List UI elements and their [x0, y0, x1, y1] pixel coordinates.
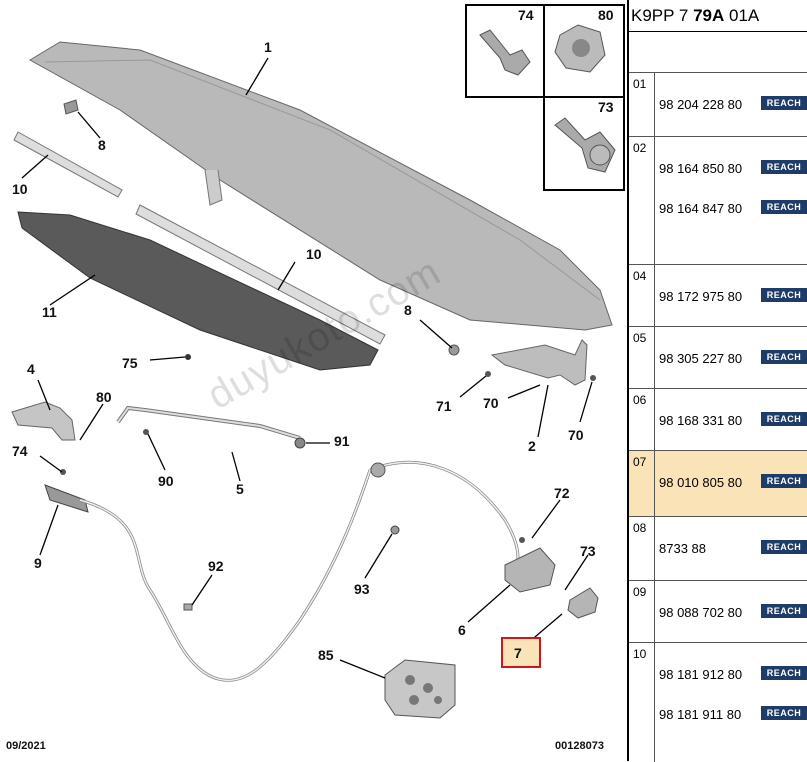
callout-93: 93 — [354, 581, 370, 597]
part-reference-number[interactable]: 98 305 227 80 — [659, 351, 743, 366]
callout-92: 92 — [208, 558, 224, 574]
part-row-05[interactable]: 05 98 305 227 80 REACH — [629, 326, 807, 388]
reach-badge: REACH — [761, 666, 807, 680]
callout-6: 6 — [458, 622, 466, 638]
part-row-04[interactable]: 04 98 172 975 80 REACH — [629, 264, 807, 326]
part-reference-number[interactable]: 8733 88 — [659, 541, 706, 556]
callout-1: 1 — [264, 39, 272, 55]
callout-74: 74 — [12, 443, 28, 459]
callout-73: 73 — [580, 543, 596, 559]
part-reference-number[interactable]: 98 172 975 80 — [659, 289, 743, 304]
header-code-bold: 79A — [693, 6, 725, 25]
part-reference-number[interactable]: 98 204 228 80 — [659, 97, 743, 112]
part-row-09[interactable]: 09 98 088 702 80 REACH — [629, 580, 807, 642]
part-reference-number[interactable]: 98 168 331 80 — [659, 413, 743, 428]
callout-70: 70 — [483, 395, 499, 411]
reach-badge: REACH — [761, 288, 807, 302]
callout-85: 85 — [318, 647, 334, 663]
diagram-drawing — [11, 4, 625, 719]
part-row-07[interactable]: 07 98 010 805 80 REACH — [629, 450, 807, 516]
reach-badge: REACH — [761, 200, 807, 214]
header-code-prefix: K9PP 7 — [631, 6, 694, 25]
row-index: 04 — [629, 265, 655, 326]
reach-badge: REACH — [761, 474, 807, 488]
callout-9: 9 — [34, 555, 42, 571]
callout-8: 8 — [404, 302, 412, 318]
row-index: 10 — [629, 643, 655, 762]
part-row-06[interactable]: 06 98 168 331 80 REACH — [629, 388, 807, 450]
callout-80: 80 — [96, 389, 112, 405]
callout-72: 72 — [554, 485, 570, 501]
row-index: 05 — [629, 327, 655, 388]
callout-5: 5 — [236, 481, 244, 497]
part-row-08[interactable]: 08 8733 88 REACH — [629, 516, 807, 580]
reach-badge: REACH — [761, 412, 807, 426]
part-reference-number[interactable]: 98 010 805 80 — [659, 475, 743, 490]
inset-callout-73: 73 — [598, 99, 614, 115]
parts-reference-panel: K9PP 7 79A 01A 01 98 204 228 80 REACH 02 98 … — [627, 0, 807, 762]
part-reference-number[interactable]: 98 181 912 80 — [659, 667, 743, 682]
callout-10: 10 — [12, 181, 28, 197]
header-code-suffix: 01A — [724, 6, 760, 25]
callout-2: 2 — [528, 438, 536, 454]
row-index: 09 — [629, 581, 655, 642]
part-spoiler — [29, 41, 613, 331]
reach-badge: REACH — [761, 160, 807, 174]
row-index: 07 — [629, 451, 655, 516]
highlighted-callout-box — [501, 637, 541, 668]
callout-71: 71 — [436, 398, 452, 414]
part-reference-number[interactable]: 98 164 847 80 — [659, 201, 743, 216]
part-row-10[interactable]: 10 98 181 912 80 REACH 98 181 911 80 REACH — [629, 642, 807, 762]
callout-4: 4 — [27, 361, 35, 377]
callout-91: 91 — [334, 433, 350, 449]
reach-badge: REACH — [761, 96, 807, 110]
callout-7: 7 — [514, 645, 522, 661]
part-reference-number[interactable]: 98 164 850 80 — [659, 161, 743, 176]
leader-lines — [21, 57, 593, 679]
reach-badge: REACH — [761, 540, 807, 554]
part-row-01[interactable]: 01 98 204 228 80 REACH — [629, 72, 807, 136]
row-index: 02 — [629, 137, 655, 264]
row-index: 06 — [629, 389, 655, 450]
row-index: 01 — [629, 73, 655, 136]
callout-70: 70 — [568, 427, 584, 443]
row-index: 08 — [629, 517, 655, 580]
part-row-02[interactable]: 02 98 164 850 80 REACH 98 164 847 80 REACH — [629, 136, 807, 264]
part-reference-number[interactable]: 98 181 911 80 — [659, 707, 742, 722]
callout-75: 75 — [122, 355, 138, 371]
reach-badge: REACH — [761, 604, 807, 618]
diagram-id: 00128073 — [555, 740, 604, 752]
callout-11: 11 — [42, 304, 57, 320]
exploded-parts-diagram: duyukoto.com 1 8 10 10 11 75 8 71 70 2 7… — [6, 4, 625, 752]
reach-badge: REACH — [761, 350, 807, 364]
callout-10: 10 — [306, 246, 322, 262]
panel-header: K9PP 7 79A 01A — [629, 0, 807, 32]
callout-8: 8 — [98, 137, 106, 153]
inset-callout-80: 80 — [598, 7, 614, 23]
diagram-date: 09/2021 — [6, 740, 46, 752]
callout-90: 90 — [158, 473, 174, 489]
reach-badge: REACH — [761, 706, 807, 720]
inset-callout-74: 74 — [518, 7, 534, 23]
part-reference-number[interactable]: 98 088 702 80 — [659, 605, 743, 620]
